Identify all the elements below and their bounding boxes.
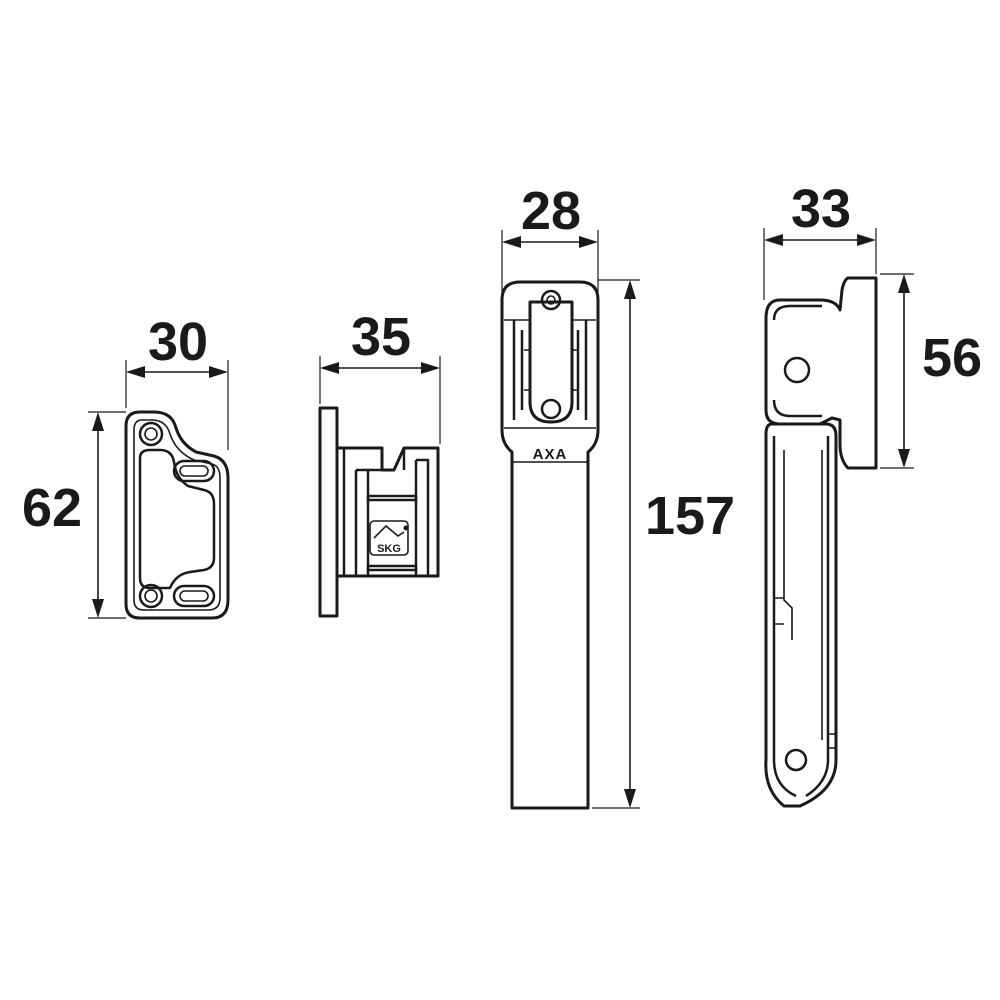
handle-front-view: AXA: [500, 280, 600, 810]
dimension-label-33: 33: [791, 179, 851, 239]
dimension-side-handle-height: 56: [880, 273, 982, 469]
dimension-label-28: 28: [521, 181, 581, 241]
dimension-handle-length: 157: [592, 279, 735, 809]
skg-label: SKG: [377, 543, 401, 555]
handle-side-view: [764, 276, 878, 808]
keep-side-view: SKG: [318, 406, 440, 618]
dimension-keep-width: 30: [125, 312, 229, 450]
dimension-label-56: 56: [922, 328, 982, 388]
dimension-label-157: 157: [645, 486, 735, 546]
dimension-keep-height: 62: [22, 411, 126, 619]
dimension-label-30: 30: [148, 312, 208, 372]
keep-plate-front-view: [124, 410, 230, 620]
brand-label: AXA: [533, 446, 568, 463]
dimension-keep-side-width: 35: [319, 307, 441, 444]
dimension-side-handle-width: 33: [763, 179, 877, 300]
dimension-label-35: 35: [351, 307, 411, 367]
dimension-label-62: 62: [22, 478, 82, 538]
dimension-handle-width: 28: [501, 181, 599, 296]
skg-mark: SKG: [369, 520, 409, 556]
